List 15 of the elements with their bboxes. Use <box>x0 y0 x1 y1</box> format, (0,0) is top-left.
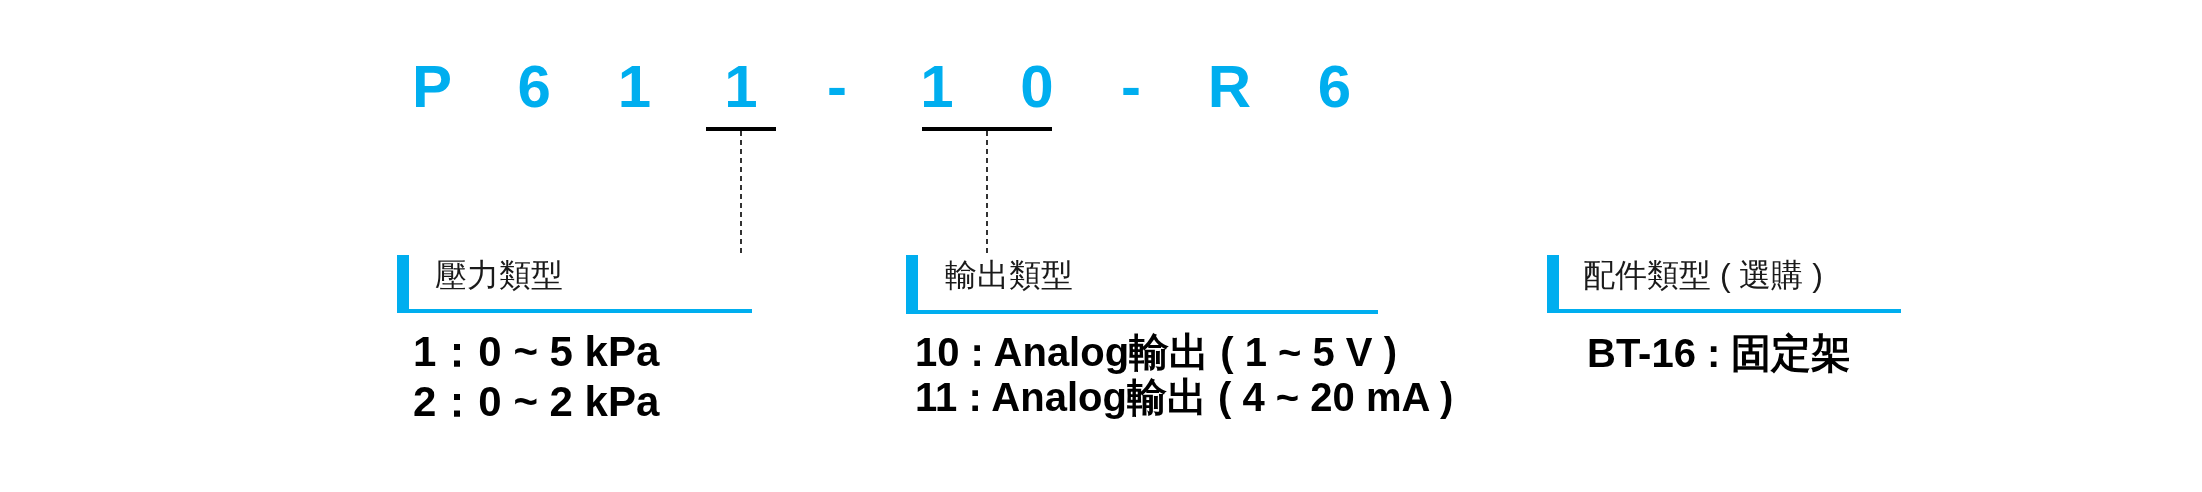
option-text: 10 : Analog輸出 ( 1 ~ 5 V ) <box>915 332 1397 372</box>
section-heading: 輸出類型 <box>906 255 1378 314</box>
model-code-text: P 6 1 <box>412 57 651 117</box>
leader-line <box>986 130 988 256</box>
option-text: 1：0 ~ 5 kPa <box>413 331 660 373</box>
model-code-text: - <box>827 57 847 117</box>
leader-line <box>740 130 742 256</box>
option-text: 11 : Analog輸出 ( 4 ~ 20 mA ) <box>915 377 1454 417</box>
underlined-code-segment: 1 <box>706 57 776 131</box>
underlined-code-segment: 1 0 <box>922 57 1052 131</box>
option-text: 2：0 ~ 2 kPa <box>413 381 660 423</box>
section-heading: 壓力類型 <box>397 255 752 313</box>
section-heading: 配件類型 ( 選購 ) <box>1547 255 1901 313</box>
option-text: BT-16 : 固定架 <box>1587 333 1852 373</box>
model-code-text: - R 6 <box>1121 57 1352 117</box>
